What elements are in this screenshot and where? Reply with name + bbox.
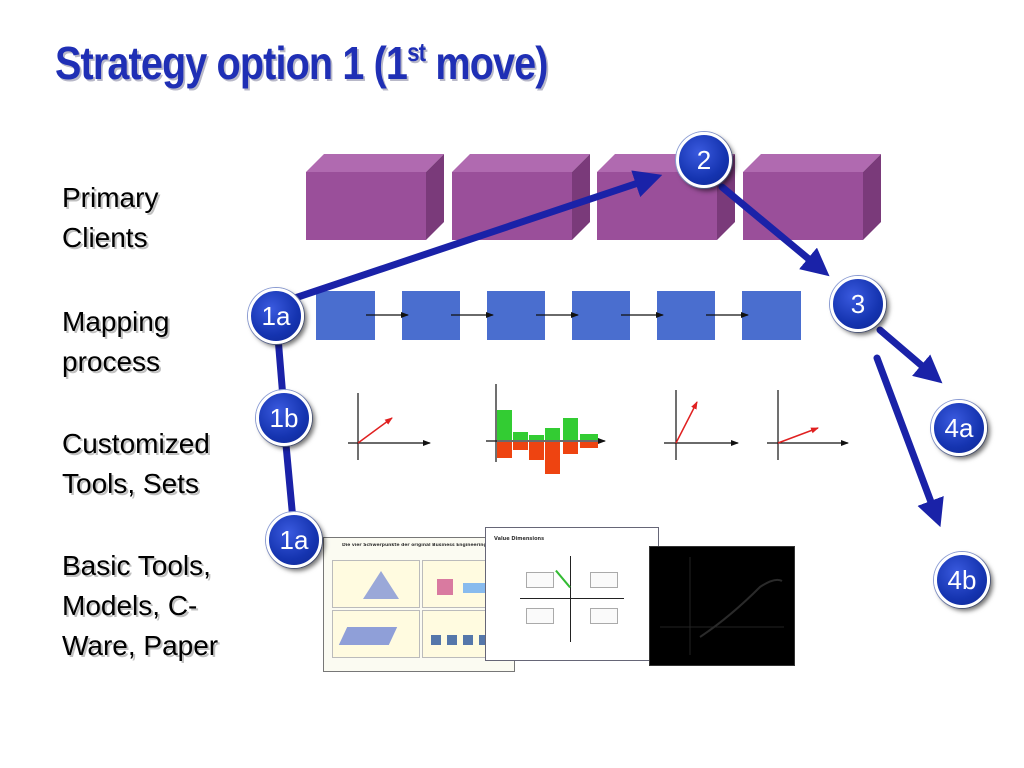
tool-vector-chart	[767, 390, 849, 460]
label-line: Ware, Paper	[62, 630, 219, 661]
step-badge-1a-bottom: 1a	[266, 512, 322, 568]
path-1a-to-2-arrow	[279, 170, 663, 306]
label-basic-tools: Basic Tools, Models, C- Ware, Paper	[62, 546, 282, 666]
tool-bar-chart	[486, 384, 606, 474]
label-line: Models, C-	[62, 590, 198, 621]
process-box	[657, 291, 715, 340]
thumbnail-title: Die vier Schwerpunkte der original Busin…	[342, 543, 492, 548]
value-dimensions-thumbnail: Value Dimensions	[485, 527, 659, 661]
step-badge-4b: 4b	[934, 552, 990, 608]
label-line: process	[62, 346, 161, 377]
label-line: Customized	[62, 428, 210, 459]
tool-vector-chart	[664, 390, 739, 460]
label-line: Primary	[62, 182, 159, 213]
client-box	[743, 154, 881, 240]
tool-vector-chart	[348, 393, 431, 460]
step-badge-3: 3	[830, 276, 886, 332]
path-1b-to-1a-line	[281, 430, 297, 524]
step-badge-1b: 1b	[256, 390, 312, 446]
label-line: Clients	[62, 222, 148, 253]
title-end: move)	[425, 37, 548, 89]
thumbnail-panel	[332, 610, 420, 658]
process-box	[572, 291, 630, 340]
slide-title: Strategy option 1 (1st move)	[55, 38, 548, 89]
label-line: Tools, Sets	[62, 468, 199, 499]
label-mapping-process: Mapping process	[62, 302, 282, 382]
label-primary-clients: Primary Clients	[62, 178, 282, 258]
process-box	[316, 291, 375, 340]
process-box	[402, 291, 460, 340]
title-superscript: st	[407, 37, 426, 67]
thumbnail-title: Value Dimensions	[494, 536, 545, 542]
path-2-to-3-arrow	[718, 183, 830, 277]
label-customized-tools: Customized Tools, Sets	[62, 424, 282, 504]
step-badge-2: 2	[676, 132, 732, 188]
path-3-to-4a-arrow	[876, 326, 943, 384]
step-badge-4a: 4a	[931, 400, 987, 456]
dark-chart-graphic	[660, 557, 784, 655]
dark-chart-thumbnail	[649, 546, 795, 666]
label-line: Basic Tools,	[62, 550, 211, 581]
process-box	[487, 291, 545, 340]
step-badge-1a-top: 1a	[248, 288, 304, 344]
thumbnail-panel	[332, 560, 420, 608]
title-main: Strategy option 1 (1	[55, 37, 408, 89]
client-box	[452, 154, 590, 240]
label-line: Mapping	[62, 306, 170, 337]
path-3-to-4b-arrow	[873, 354, 944, 528]
client-box	[306, 154, 444, 240]
process-box	[742, 291, 801, 340]
